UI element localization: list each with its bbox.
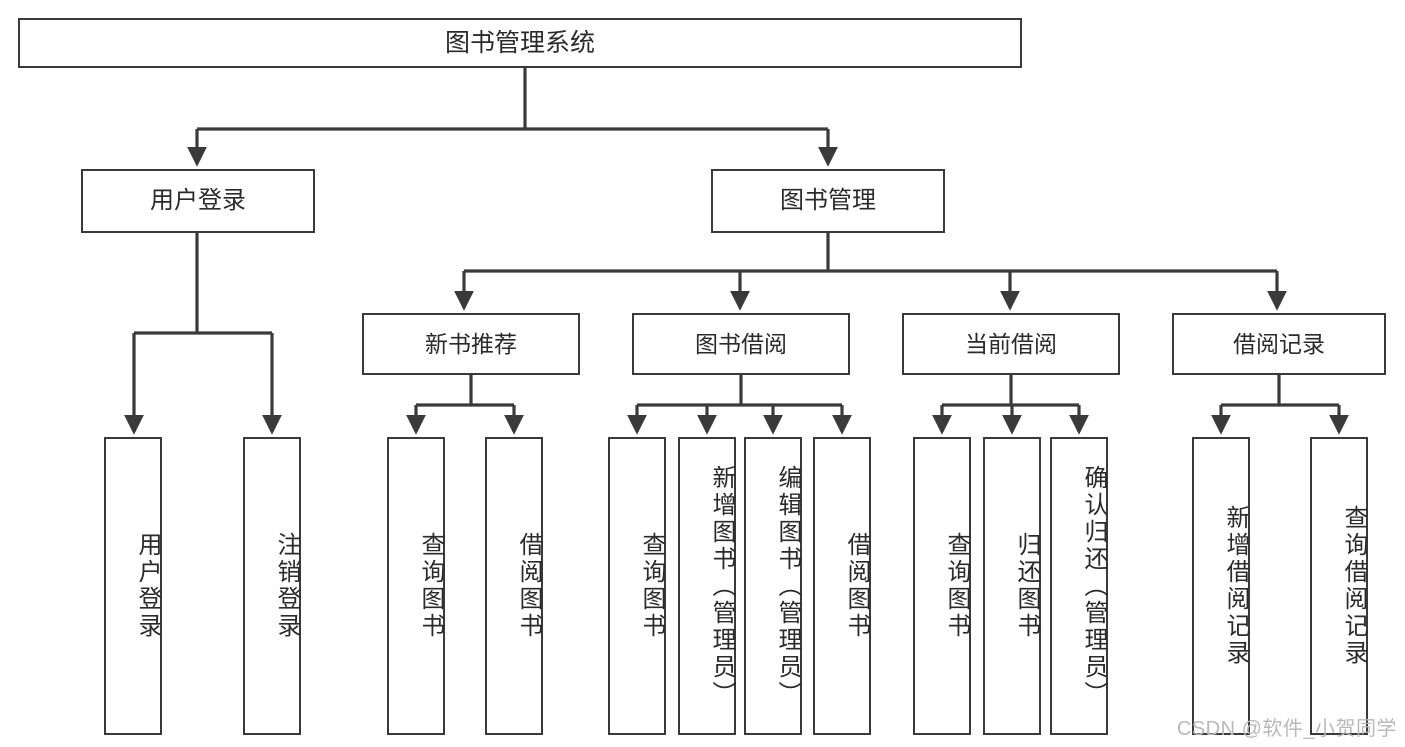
node-label: 用户登录 xyxy=(150,187,246,215)
node-label: 新书推荐 xyxy=(425,330,517,357)
leaf-return-book[interactable]: 归还图书 xyxy=(983,437,1041,735)
node-label: 编辑图书（管理员） xyxy=(774,464,801,708)
node-book-borrow[interactable]: 图书借阅 xyxy=(632,313,850,375)
leaf-borrow-book[interactable]: 借阅图书 xyxy=(813,437,871,735)
leaf-query-book-newbook[interactable]: 查询图书 xyxy=(387,437,445,735)
node-borrow-record[interactable]: 借阅记录 xyxy=(1172,313,1386,375)
node-label: 用户登录 xyxy=(134,532,161,640)
node-label: 归还图书 xyxy=(1013,532,1040,640)
leaf-confirm-return-admin[interactable]: 确认归还（管理员） xyxy=(1050,437,1108,735)
node-label: 当前借阅 xyxy=(965,330,1057,357)
node-label: 注销登录 xyxy=(273,532,300,640)
node-label: 查询图书 xyxy=(417,532,444,640)
leaf-borrow-book-newbook[interactable]: 借阅图书 xyxy=(485,437,543,735)
leaf-add-book-admin[interactable]: 新增图书（管理员） xyxy=(678,437,736,735)
node-label: 借阅图书 xyxy=(515,532,542,640)
node-user-login[interactable]: 用户登录 xyxy=(81,169,315,233)
node-label: 新增借阅记录 xyxy=(1222,505,1249,667)
node-label: 查询图书 xyxy=(943,532,970,640)
leaf-query-book-current[interactable]: 查询图书 xyxy=(913,437,971,735)
leaf-add-borrow-record[interactable]: 新增借阅记录 xyxy=(1192,437,1250,735)
node-book-management[interactable]: 图书管理 xyxy=(711,169,945,233)
leaf-query-borrow-record[interactable]: 查询借阅记录 xyxy=(1310,437,1368,735)
node-current-borrow[interactable]: 当前借阅 xyxy=(902,313,1120,375)
leaf-logout-login[interactable]: 注销登录 xyxy=(243,437,301,735)
node-label: 新增图书（管理员） xyxy=(708,464,735,708)
node-new-book-recommend[interactable]: 新书推荐 xyxy=(362,313,580,375)
node-label: 图书借阅 xyxy=(695,330,787,357)
node-label: 图书管理 xyxy=(780,187,876,215)
node-label: 图书管理系统 xyxy=(444,28,595,57)
node-label: 借阅记录 xyxy=(1233,330,1325,357)
csdn-watermark: CSDN @软件_小贺同学 xyxy=(1176,718,1397,740)
leaf-edit-book-admin[interactable]: 编辑图书（管理员） xyxy=(744,437,802,735)
node-label: 确认归还（管理员） xyxy=(1080,464,1107,708)
node-root-system[interactable]: 图书管理系统 xyxy=(18,18,1022,68)
node-label: 查询借阅记录 xyxy=(1340,505,1367,667)
leaf-user-login[interactable]: 用户登录 xyxy=(104,437,162,735)
node-label: 借阅图书 xyxy=(843,532,870,640)
leaf-query-book-borrow[interactable]: 查询图书 xyxy=(608,437,666,735)
node-label: 查询图书 xyxy=(638,532,665,640)
